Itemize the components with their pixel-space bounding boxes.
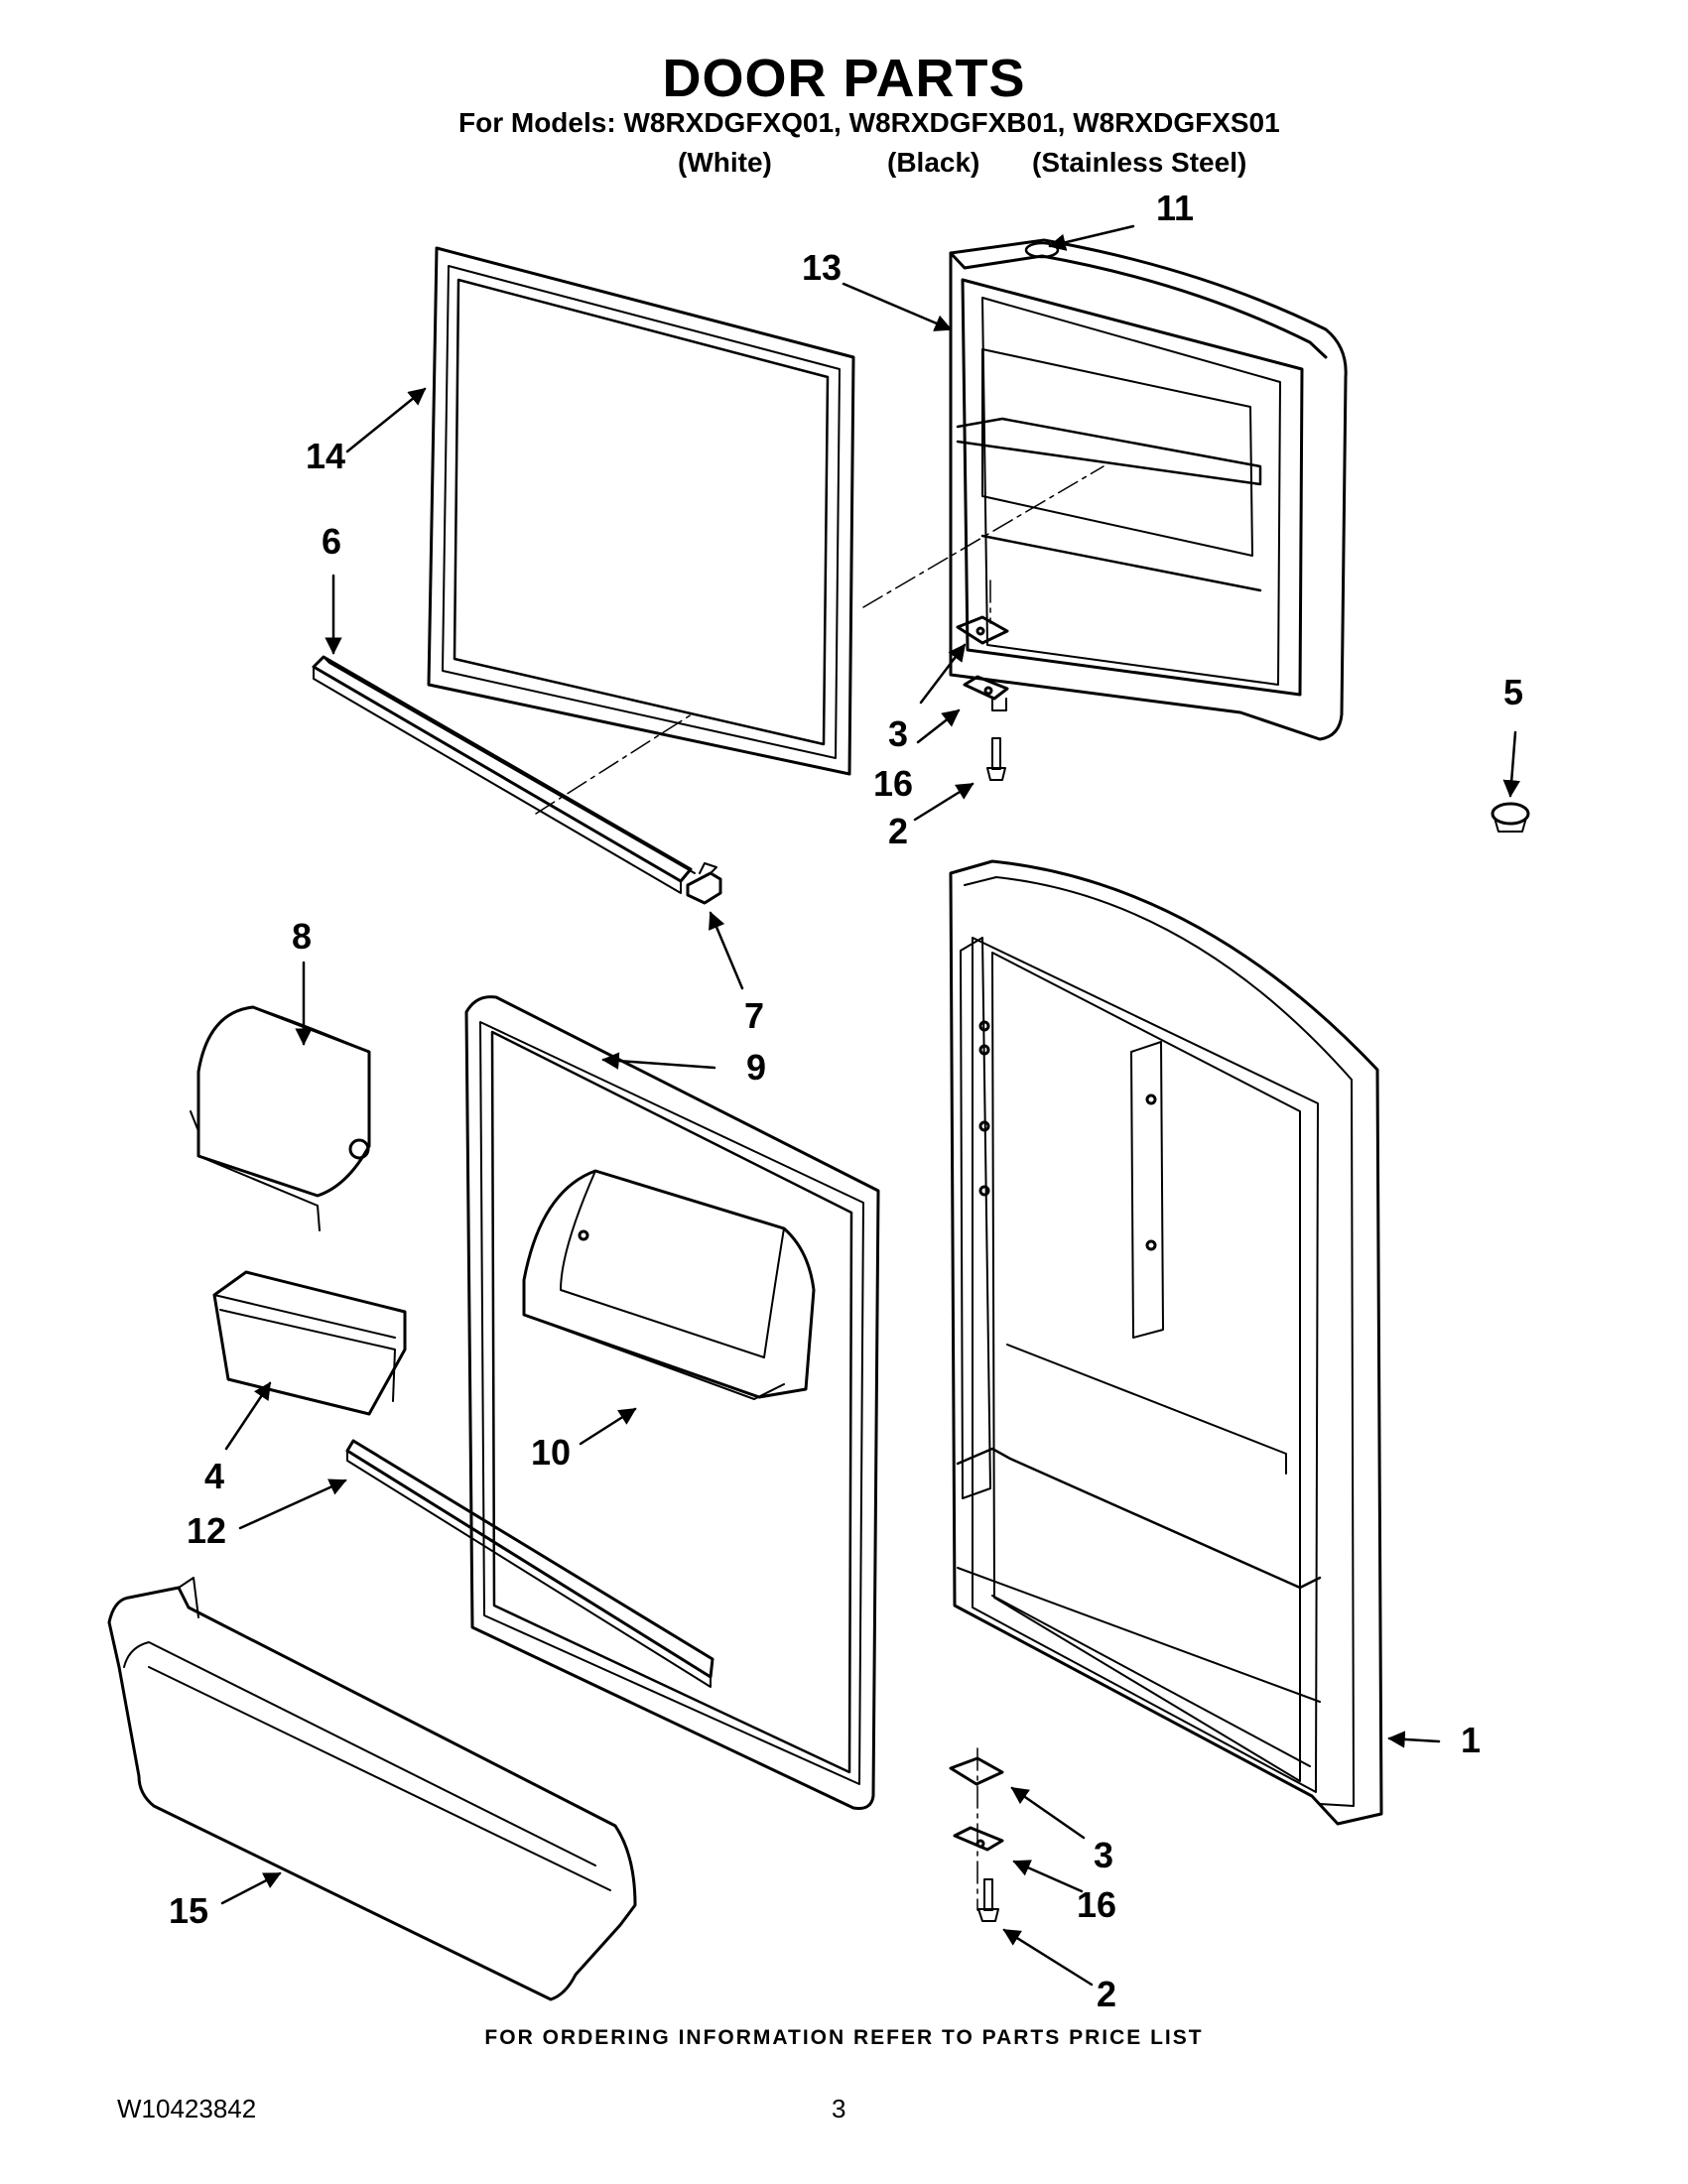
callout-10: 10 bbox=[531, 1432, 572, 1473]
callout-6: 6 bbox=[322, 521, 342, 562]
fresh-food-gasket-part-9 bbox=[464, 995, 880, 1810]
trim-strip-part-12 bbox=[345, 1439, 714, 1688]
door-bin-part-15 bbox=[107, 1577, 637, 2001]
callout-8: 8 bbox=[292, 916, 313, 957]
lower-hinge-group bbox=[949, 1756, 1004, 1922]
freezer-door-liner-part-13 bbox=[949, 238, 1348, 741]
callout-14: 14 bbox=[306, 436, 346, 476]
callout-2-lower: 2 bbox=[1097, 1974, 1117, 2014]
clip-part-7 bbox=[686, 862, 722, 905]
hinge-bracket-part-16 bbox=[963, 675, 1009, 701]
page-title: DOOR PARTS bbox=[662, 49, 1026, 108]
callout-16-lower: 16 bbox=[1077, 1884, 1117, 1925]
page-number: 3 bbox=[832, 2094, 846, 2123]
dairy-cover-part-8 bbox=[190, 1005, 371, 1231]
callout-9: 9 bbox=[746, 1047, 767, 1088]
variant-stainless: (Stainless Steel) bbox=[1032, 147, 1247, 178]
callout-3-upper: 3 bbox=[888, 713, 909, 754]
alignment-lines bbox=[535, 465, 1104, 1911]
leader-arrows bbox=[220, 224, 1520, 1987]
callout-5: 5 bbox=[1503, 672, 1524, 712]
callout-11: 11 bbox=[1156, 188, 1195, 228]
callout-1: 1 bbox=[1461, 1720, 1482, 1760]
trim-strip-part-6 bbox=[312, 655, 696, 894]
variant-black: (Black) bbox=[887, 147, 980, 178]
fresh-food-door-part-1 bbox=[949, 859, 1383, 1826]
callout-15: 15 bbox=[169, 1890, 209, 1931]
variant-white: (White) bbox=[678, 147, 772, 178]
callout-4: 4 bbox=[204, 1456, 225, 1496]
utility-compartment-part-10 bbox=[522, 1169, 816, 1400]
ordering-note: FOR ORDERING INFORMATION REFER TO PARTS … bbox=[484, 2026, 1204, 2049]
callout-7: 7 bbox=[744, 995, 765, 1036]
freezer-gasket-part-14 bbox=[427, 246, 855, 776]
plug-part-5 bbox=[1491, 802, 1530, 833]
callout-12: 12 bbox=[187, 1510, 227, 1551]
callout-16-upper: 16 bbox=[873, 763, 914, 804]
document-number: W10423842 bbox=[117, 2094, 257, 2123]
hinge-plate-part-3 bbox=[956, 615, 1009, 645]
upper-hinge-group bbox=[956, 615, 1009, 781]
screw-part-2 bbox=[991, 737, 1001, 770]
dairy-bin-part-4 bbox=[212, 1270, 407, 1416]
callout-3-lower: 3 bbox=[1094, 1835, 1114, 1875]
models-line: For Models: W8RXDGFXQ01, W8RXDGFXB01, W8… bbox=[458, 107, 1280, 138]
callout-13: 13 bbox=[802, 247, 843, 288]
callout-2-upper: 2 bbox=[888, 811, 909, 851]
